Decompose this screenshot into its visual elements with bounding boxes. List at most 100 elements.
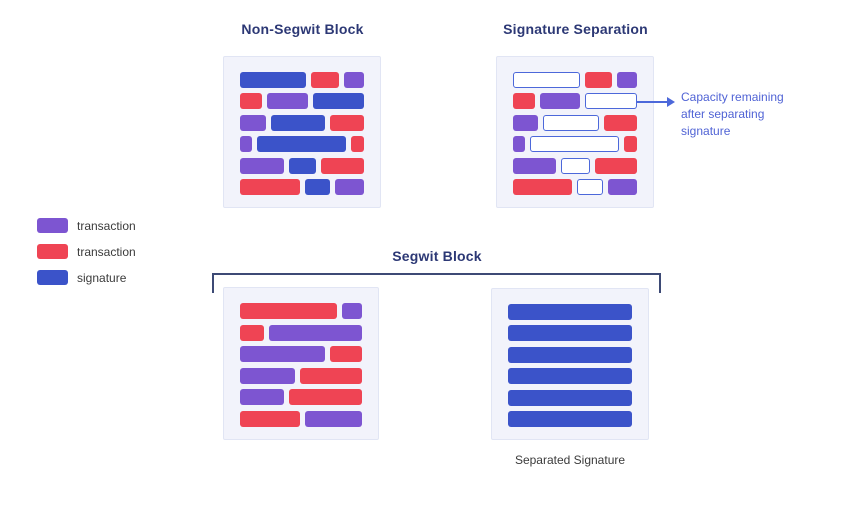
segwit-block-title: Segwit Block [392,248,482,264]
block-row [513,114,638,131]
signature-rect [508,389,632,406]
legend: transaction transaction signature [37,218,136,285]
transaction-rect [513,157,556,174]
legend-label: transaction [77,244,136,259]
transaction-rect [595,157,637,174]
separated-signature-caption: Separated Signature [514,453,626,467]
signature-rect [508,304,632,320]
signature-rect [508,368,632,385]
block-row [240,178,364,195]
legend-label: signature [77,270,127,285]
capacity-arrow-line [636,101,668,103]
block-row [513,93,637,110]
transaction-rect [240,114,266,131]
transaction-rect [240,389,285,406]
segwit-bracket [212,273,661,293]
transaction-rect [268,324,362,341]
block-row [513,72,637,88]
block-row [240,389,362,406]
block-row [240,93,364,110]
transaction-rect [289,389,362,406]
transaction-rect [321,157,364,174]
block-row [508,304,632,320]
capacity-annotation-line: after separating [681,107,765,121]
red-transaction-swatch [37,244,68,259]
block-row [508,325,632,342]
transaction-rect [305,410,362,427]
block-row [508,389,632,406]
block-row [240,136,364,153]
transaction-rect [330,346,362,363]
transaction-rect [616,72,637,88]
transaction-rect [329,114,364,131]
transaction-rect [513,93,535,110]
transaction-rect [585,72,612,88]
signature-rect [270,114,325,131]
block-row [508,410,632,427]
legend-item-transaction-purple: transaction [37,218,136,233]
signature-separation-title: Signature Separation [503,21,648,37]
block-row [240,324,362,341]
transaction-rect [240,367,296,384]
block-row [240,367,362,384]
segwit-transactions-panel [223,287,379,440]
block-row [508,368,632,385]
block-row [513,136,638,153]
block-row [240,157,364,174]
transaction-rect [539,93,580,110]
signature-rect [313,93,364,110]
signature-rect [288,157,317,174]
capacity-annotation-line: signature [681,124,731,138]
block-row [508,346,632,363]
transaction-rect [608,178,637,195]
capacity-rect [577,178,604,195]
capacity-rect [584,93,637,110]
block-row [240,303,362,319]
transaction-rect [311,72,339,88]
signature-rect [257,136,346,153]
legend-item-transaction-red: transaction [37,244,136,259]
transaction-rect [240,410,301,427]
transaction-rect [350,136,364,153]
block-row [513,178,637,195]
transaction-rect [334,178,364,195]
capacity-annotation: Capacity remaining after separating sign… [681,89,821,140]
block-row [240,114,364,131]
signature-rect [508,325,632,342]
block-row [240,346,362,363]
transaction-rect [240,157,284,174]
transaction-rect [513,136,525,153]
transaction-rect [513,114,539,131]
capacity-arrow-icon [667,97,675,107]
transaction-rect [240,324,264,341]
signature-rect [508,346,632,363]
transaction-rect [240,346,326,363]
transaction-rect [624,136,638,153]
signature-rect [305,178,330,195]
signature-separation-panel [496,56,654,208]
block-row [513,157,637,174]
transaction-rect [342,303,362,319]
capacity-rect [529,136,620,153]
transaction-rect [240,136,253,153]
capacity-rect [560,157,590,174]
legend-label: transaction [77,218,136,233]
transaction-rect [240,178,301,195]
blue-signature-swatch [37,270,68,285]
transaction-rect [267,93,309,110]
capacity-annotation-line: Capacity remaining [681,90,784,104]
transaction-rect [240,93,263,110]
block-row [240,72,364,88]
transaction-rect [343,72,364,88]
legend-item-signature: signature [37,270,136,285]
capacity-rect [513,72,581,88]
capacity-rect [543,114,599,131]
non-segwit-block-panel [223,56,381,208]
separated-signature-panel [491,288,649,440]
transaction-rect [240,303,338,319]
signature-rect [508,410,632,427]
non-segwit-block-title: Non-Segwit Block [241,21,364,37]
purple-transaction-swatch [37,218,68,233]
transaction-rect [513,178,573,195]
